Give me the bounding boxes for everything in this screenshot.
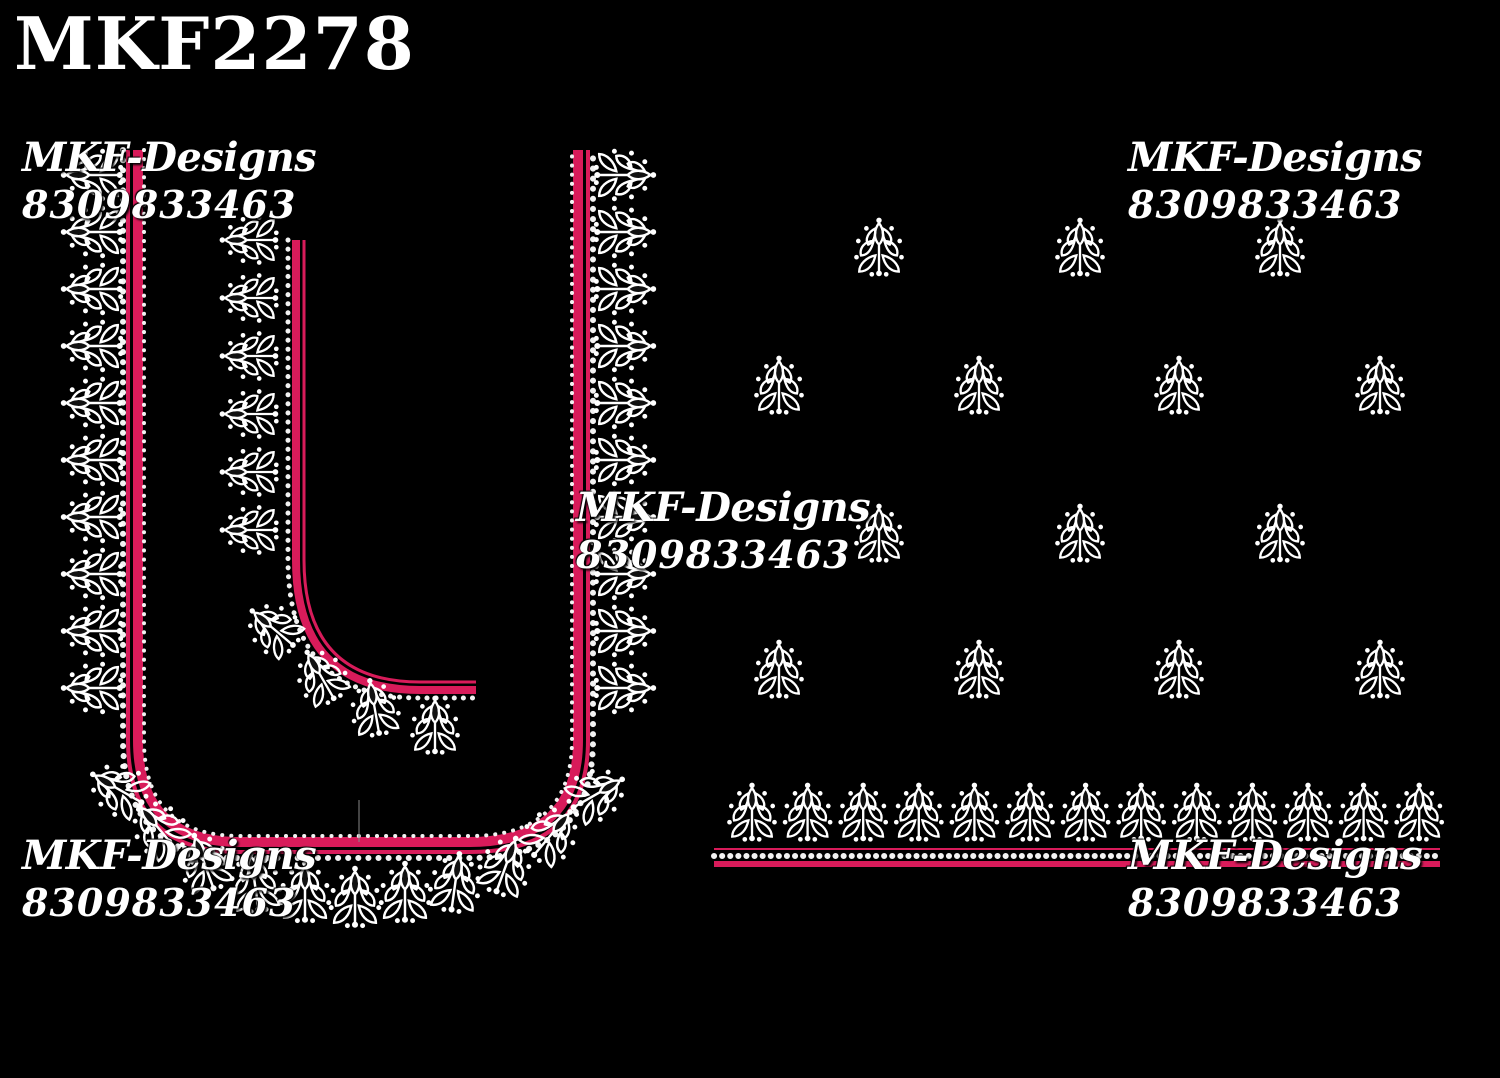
outer-neckline	[120, 147, 596, 861]
leaf-spray-motif-icon	[592, 204, 658, 260]
watermark-phone: 8309833463	[1128, 880, 1403, 925]
leaf-spray-motif-icon	[218, 271, 280, 325]
leaf-spray-motif-icon	[1059, 781, 1112, 843]
leaf-spray-motif-icon	[1353, 638, 1407, 700]
leaf-spray-motif-icon	[59, 432, 125, 488]
watermark-top-right: MKF-Designs 8309833463	[1128, 134, 1423, 228]
leaf-spray-motif-icon	[59, 261, 125, 317]
leaf-spray-motif-icon	[592, 603, 658, 659]
leaf-spray-motif-icon	[1053, 502, 1107, 564]
leaf-spray-motif-icon	[592, 261, 658, 317]
leaf-spray-motif-icon	[1253, 502, 1307, 564]
design-code-title: MKF2278	[14, 1, 415, 86]
watermark-bottom-right: MKF-Designs 8309833463	[1128, 832, 1423, 926]
leaf-spray-motif-icon	[1152, 354, 1206, 416]
leaf-spray-motif-icon	[952, 638, 1006, 700]
watermark-brand: MKF-Designs	[1128, 832, 1423, 879]
leaf-spray-motif-icon	[837, 781, 890, 843]
watermark-phone: 8309833463	[22, 182, 297, 227]
leaf-spray-motif-icon	[592, 147, 658, 203]
leaf-spray-motif-icon	[218, 503, 280, 557]
leaf-spray-motif-icon	[592, 432, 658, 488]
leaf-spray-motif-icon	[781, 781, 834, 843]
leaf-spray-motif-icon	[377, 859, 433, 925]
watermark-phone: 8309833463	[22, 880, 297, 925]
leaf-spray-motif-icon	[327, 864, 383, 930]
watermark-phone: 8309833463	[1128, 182, 1403, 227]
butta-motif-grid	[752, 216, 1407, 700]
leaf-spray-motif-icon	[1003, 781, 1057, 843]
sleeve-border	[711, 848, 1443, 867]
inner-neckline-motifs	[218, 213, 462, 756]
watermark-phone: 8309833463	[576, 532, 851, 577]
leaf-spray-motif-icon	[408, 694, 462, 756]
leaf-spray-motif-icon	[592, 660, 658, 716]
leaf-spray-motif-icon	[59, 489, 125, 545]
leaf-spray-motif-icon	[218, 445, 280, 499]
leaf-spray-motif-icon	[948, 781, 1001, 843]
watermark-brand: MKF-Designs	[22, 134, 317, 181]
leaf-spray-motif-icon	[592, 318, 658, 374]
outer-neckline-right-motifs	[592, 147, 658, 716]
watermark-top-left: MKF-Designs 8309833463	[22, 134, 317, 228]
watermark-brand: MKF-Designs	[22, 832, 317, 879]
leaf-spray-motif-icon	[752, 638, 806, 700]
leaf-spray-motif-icon	[952, 354, 1006, 416]
leaf-spray-motif-icon	[59, 318, 125, 374]
leaf-spray-motif-icon	[592, 375, 658, 431]
leaf-spray-motif-icon	[725, 781, 779, 843]
leaf-spray-motif-icon	[752, 354, 806, 416]
leaf-spray-motif-icon	[1152, 638, 1206, 700]
watermark-bottom-left: MKF-Designs 8309833463	[22, 832, 317, 926]
leaf-spray-motif-icon	[59, 375, 125, 431]
leaf-spray-motif-icon	[218, 387, 280, 441]
watermark-brand: MKF-Designs	[1128, 134, 1423, 181]
leaf-spray-motif-icon	[852, 216, 906, 278]
leaf-spray-motif-icon	[59, 603, 125, 659]
leaf-spray-motif-icon	[892, 781, 945, 843]
leaf-spray-motif-icon	[59, 660, 125, 716]
inner-neckline	[285, 237, 479, 701]
watermark-center: MKF-Designs 8309833463	[576, 484, 871, 578]
leaf-spray-motif-icon	[1353, 354, 1407, 416]
watermark-brand: MKF-Designs	[576, 484, 871, 531]
leaf-spray-motif-icon	[218, 329, 280, 383]
outer-neckline-left-motifs	[59, 147, 125, 716]
leaf-spray-motif-icon	[59, 546, 125, 602]
leaf-spray-motif-icon	[1053, 216, 1107, 278]
